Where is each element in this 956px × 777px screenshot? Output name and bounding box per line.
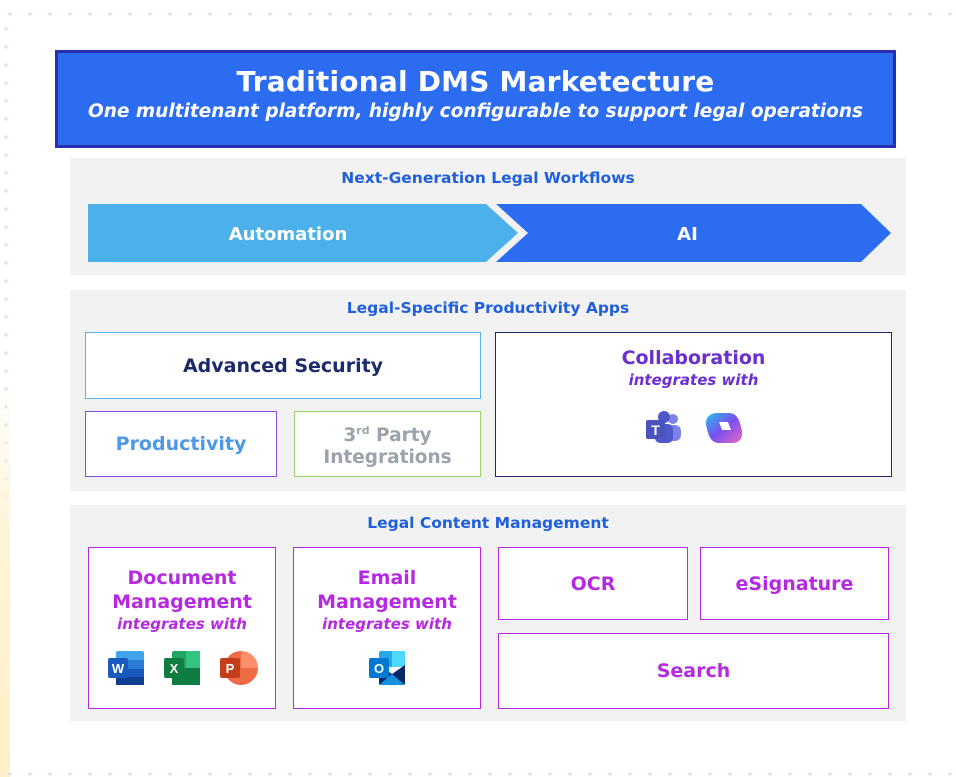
- ai-arrow: [496, 204, 891, 262]
- collaboration-sub: integrates with: [628, 371, 759, 389]
- advanced-security-label: Advanced Security: [182, 354, 384, 377]
- email-management-box: Email Management integrates with O: [293, 547, 481, 709]
- search-box: Search: [498, 633, 889, 709]
- third-party-box: 3rd Party Integrations: [294, 411, 481, 477]
- search-label: Search: [656, 660, 731, 682]
- collaboration-box: Collaboration integrates with T: [495, 332, 892, 477]
- productivity-label: Productivity: [115, 433, 247, 455]
- decorative-glow: [0, 380, 10, 777]
- document-management-label: Document Management: [112, 567, 252, 613]
- ocr-label: OCR: [570, 572, 616, 595]
- collaboration-label: Collaboration: [621, 347, 766, 369]
- decorative-dots-top: [0, 12, 956, 16]
- decorative-dots-bottom: [0, 772, 956, 776]
- ocr-box: OCR: [498, 547, 688, 620]
- workflows-title: Next-Generation Legal Workflows: [341, 169, 635, 187]
- productivity-panel: Legal-Specific Productivity Apps Advance…: [70, 290, 906, 491]
- document-management-box: Document Management integrates with W: [88, 547, 276, 709]
- automation-arrow: [88, 204, 518, 262]
- workflow-arrows: [88, 204, 891, 262]
- email-management-label: Email Management: [317, 567, 457, 613]
- automation-label: Automation: [228, 224, 348, 245]
- document-management-sub: integrates with: [117, 615, 247, 633]
- productivity-box: Productivity: [85, 411, 277, 477]
- svg-text:P: P: [226, 661, 235, 676]
- page-subtitle: One multitenant platform, highly configu…: [87, 101, 864, 122]
- third-party-line1: 3rd Party: [343, 423, 432, 446]
- header-banner: Traditional DMS Marketecture One multite…: [55, 50, 896, 148]
- content-panel: Legal Content Management Document Manage…: [70, 505, 906, 721]
- ai-label: AI: [677, 224, 698, 245]
- outlook-icon: O: [367, 649, 407, 687]
- page-title: Traditional DMS Marketecture: [236, 65, 715, 98]
- svg-text:X: X: [170, 661, 179, 676]
- esignature-box: eSignature: [700, 547, 889, 620]
- content-title: Legal Content Management: [367, 514, 609, 532]
- esignature-label: eSignature: [735, 572, 854, 595]
- svg-text:O: O: [374, 661, 384, 676]
- teams-icon: T: [644, 409, 684, 447]
- email-management-sub: integrates with: [322, 615, 452, 633]
- word-icon: W: [106, 649, 146, 687]
- productivity-title: Legal-Specific Productivity Apps: [346, 299, 630, 317]
- svg-text:T: T: [651, 422, 660, 438]
- workflows-panel: Next-Generation Legal Workflows Automati…: [70, 158, 906, 275]
- powerpoint-icon: P: [218, 649, 258, 687]
- third-party-line2: Integrations: [323, 446, 452, 468]
- advanced-security-box: Advanced Security: [85, 332, 481, 399]
- copilot-icon: [704, 409, 744, 447]
- excel-icon: X: [162, 649, 202, 687]
- svg-text:W: W: [112, 661, 125, 676]
